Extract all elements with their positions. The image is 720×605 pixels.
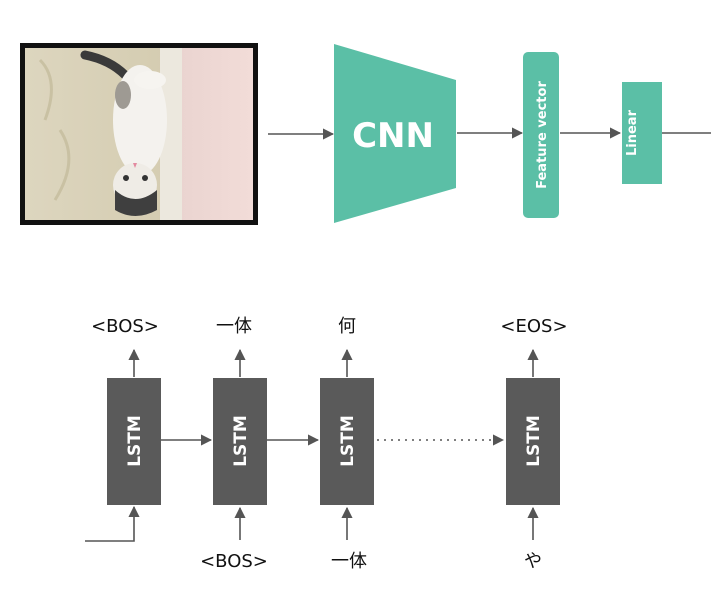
feature-vector-label: Feature vector bbox=[535, 81, 550, 189]
cnn-label: CNN bbox=[352, 116, 434, 156]
output-token-2: 一体 bbox=[216, 316, 252, 337]
lstm-label: LSTM bbox=[338, 415, 358, 467]
input-token-3: 一体 bbox=[331, 551, 367, 572]
output-token-3: 何 bbox=[338, 316, 356, 337]
cnn-block bbox=[334, 44, 456, 223]
lstm-label: LSTM bbox=[125, 415, 145, 467]
kitten-head bbox=[113, 163, 157, 207]
input-token-2: <BOS> bbox=[200, 551, 268, 572]
linear-label: Linear bbox=[625, 109, 640, 156]
lstm-block bbox=[506, 378, 560, 505]
lstm-cell-4: LSTM bbox=[506, 378, 560, 505]
input-photo bbox=[20, 43, 258, 225]
kitten-eye-right bbox=[142, 175, 148, 181]
kitten-nose bbox=[133, 163, 137, 168]
feature-vector-block bbox=[523, 52, 559, 218]
kitten-head-patch bbox=[115, 190, 157, 216]
kitten-paw bbox=[134, 71, 166, 89]
kitten-tail bbox=[80, 50, 130, 80]
kitten-spot bbox=[115, 81, 131, 109]
lstm-cell-1: LSTM bbox=[107, 378, 161, 505]
lstm-block bbox=[107, 378, 161, 505]
lstm-block bbox=[320, 378, 374, 505]
kitten-illustration bbox=[80, 50, 167, 216]
lstm-block bbox=[213, 378, 267, 505]
lstm-cell-3: LSTM bbox=[320, 378, 374, 505]
photo-bed-right bbox=[170, 48, 253, 220]
input-token-4: や bbox=[524, 551, 542, 572]
photo-quilting bbox=[38, 58, 71, 201]
output-token-4: <EOS> bbox=[500, 316, 567, 337]
output-token-1: <BOS> bbox=[91, 316, 159, 337]
lstm-cell-2: LSTM bbox=[213, 378, 267, 505]
photo-mattress-edge bbox=[160, 48, 182, 220]
lstm-label: LSTM bbox=[524, 415, 544, 467]
kitten-eye-left bbox=[123, 175, 129, 181]
lstm-label: LSTM bbox=[231, 415, 251, 467]
linear-block bbox=[622, 82, 662, 184]
feature-input-wire bbox=[85, 505, 140, 542]
